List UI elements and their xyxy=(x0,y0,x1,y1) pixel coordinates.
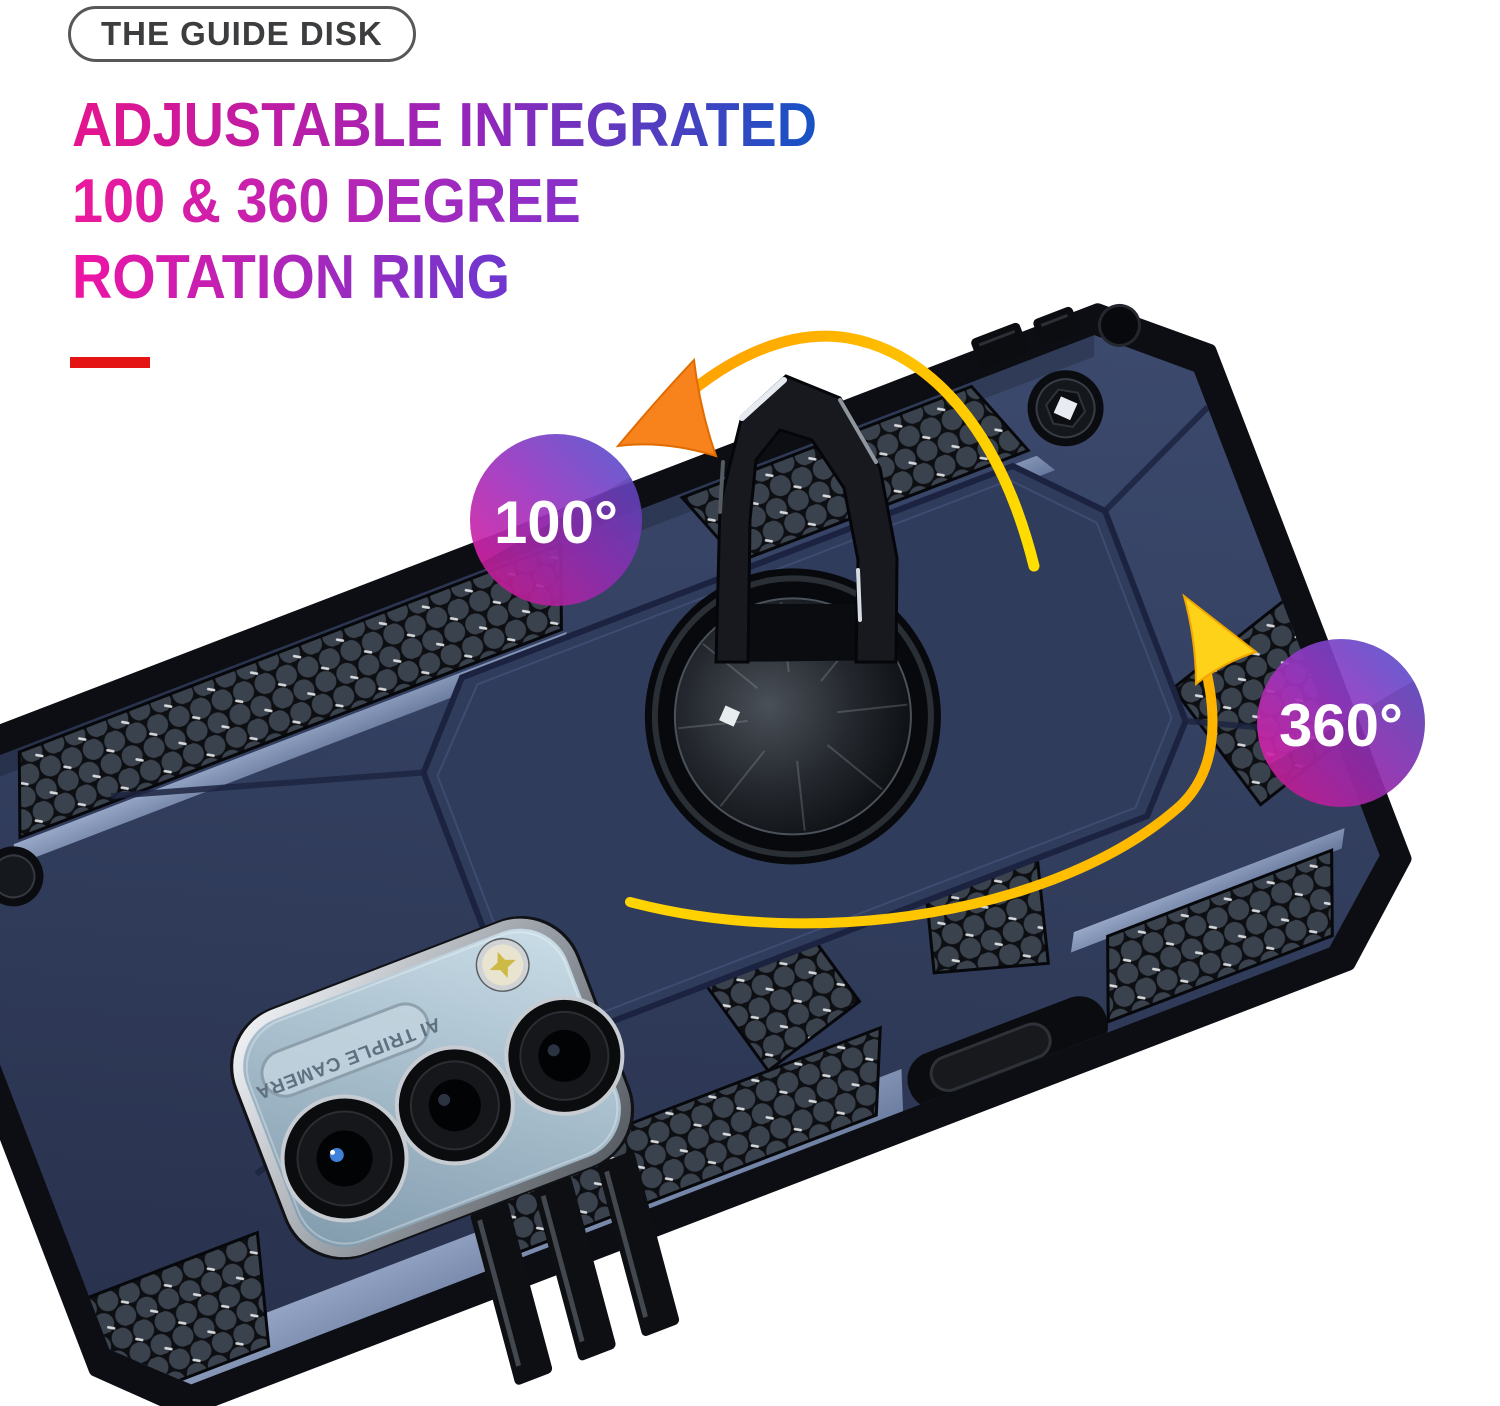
screw-detail-left xyxy=(0,846,44,907)
headline-line-2: 100 & 360 DEGREE xyxy=(72,164,817,240)
steel-accent-top-left xyxy=(11,631,567,867)
top-edge-buttons xyxy=(971,306,1080,369)
headline-line-1: ADJUSTABLE INTEGRATED xyxy=(72,88,817,164)
guide-disk-pill: THE GUIDE DISK xyxy=(68,6,416,62)
guide-disk-pill-label: THE GUIDE DISK xyxy=(101,15,383,52)
camera-lens-3 xyxy=(280,1094,409,1223)
rotation-arrow-360-head-icon xyxy=(1182,593,1259,687)
badge-360-label: 360° xyxy=(1279,692,1403,759)
badge-100: 100° xyxy=(470,434,642,606)
badge-100-label: 100° xyxy=(494,489,618,556)
headline-line-3: ROTATION RING xyxy=(72,240,817,316)
camera-lens-2 xyxy=(394,1045,515,1166)
rotation-arrow-100-head-icon xyxy=(615,357,718,458)
flash-led xyxy=(475,937,530,992)
side-button xyxy=(907,996,1108,1110)
screw-detail-right xyxy=(1027,370,1104,447)
badge-360: 360° xyxy=(1257,639,1425,807)
steel-accent-bottom-right xyxy=(1070,828,1345,953)
grip-bars xyxy=(470,1151,680,1385)
screw-detail-corner xyxy=(1097,303,1141,347)
rotation-arrow-100-arc xyxy=(658,330,1040,572)
rotation-arrow-360-arc xyxy=(625,665,1218,929)
headline: ADJUSTABLE INTEGRATED 100 & 360 DEGREE R… xyxy=(72,88,900,316)
camera-module: AI TRIPLE CAMERA xyxy=(229,916,635,1260)
camera-lens-1 xyxy=(504,995,625,1116)
ring-hoop xyxy=(714,374,902,664)
red-accent-dash xyxy=(70,357,150,368)
